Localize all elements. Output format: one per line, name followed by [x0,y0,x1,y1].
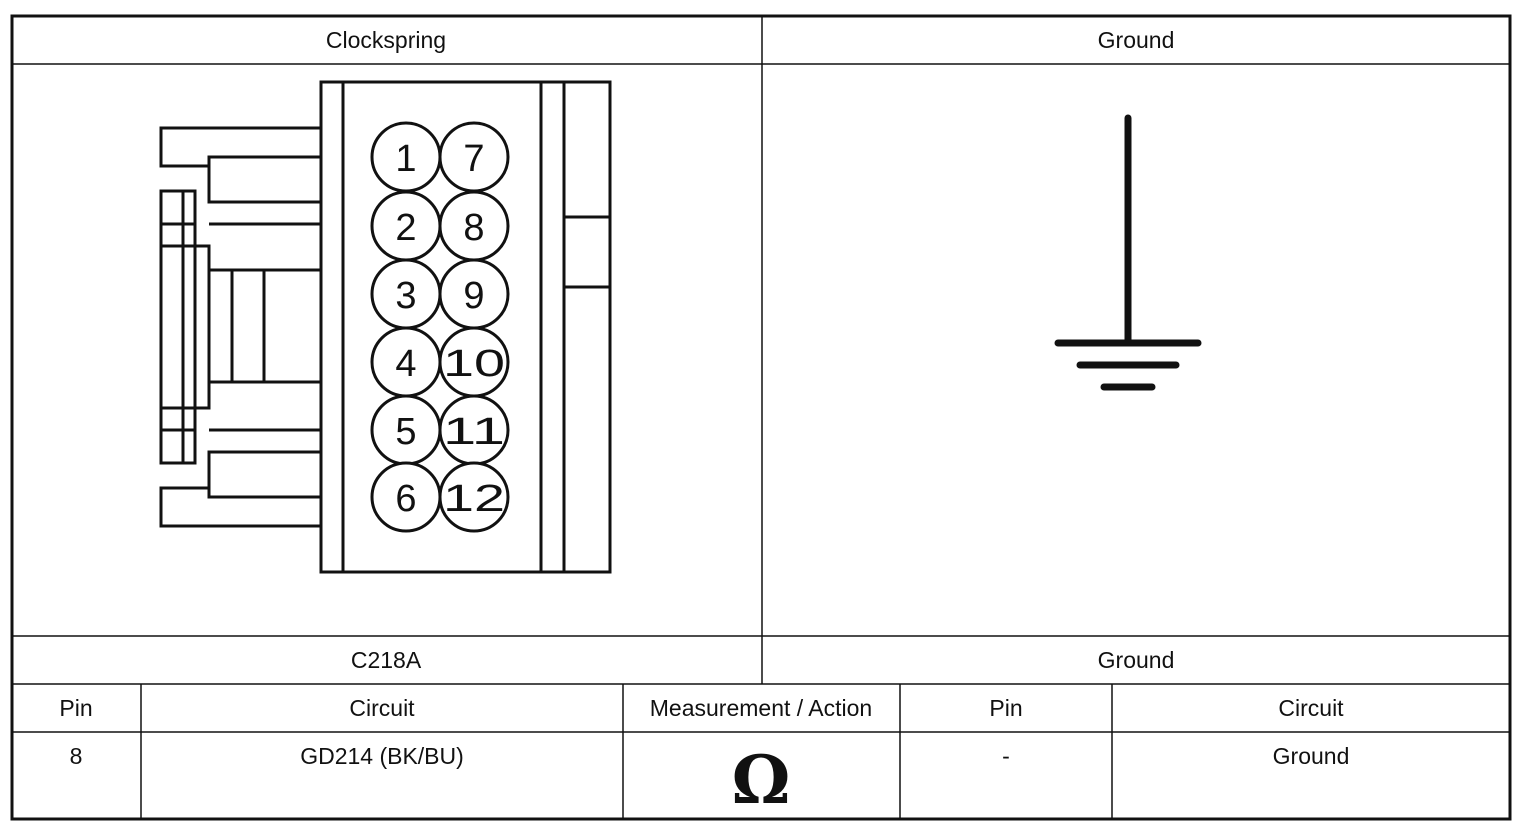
pin-label-5: 5 [395,411,416,453]
table-row: 8 GD214 (BK/BU) Ω - Ground [70,741,1350,819]
pin-label-9: 9 [463,275,484,317]
pin-label-11: 11 [443,411,505,453]
pin-label-8: 8 [463,207,484,249]
pin-circles [370,121,510,533]
row-pin-a: 8 [70,743,83,769]
pin-numbers: 1 2 3 4 5 6 7 8 9 10 11 12 [395,138,505,520]
col-header-pin-a: Pin [59,695,92,721]
pin-label-1: 1 [395,138,416,180]
row-circuit-b: Ground [1273,743,1350,769]
col-header-circuit-b: Circuit [1278,695,1344,721]
header-clockspring: Clockspring [326,27,446,53]
header-ground: Ground [1098,27,1175,53]
pin-label-2: 2 [395,207,416,249]
row-circuit-a: GD214 (BK/BU) [300,743,464,769]
pin-label-4: 4 [395,343,416,385]
connector-id: C218A [351,647,422,673]
col-header-measurement: Measurement / Action [650,695,872,721]
pin-label-12: 12 [443,478,505,520]
pin-label-6: 6 [395,478,416,520]
pin-label-7: 7 [463,138,484,180]
table-grid [10,14,1512,821]
ground-symbol-icon [1054,114,1202,391]
ground-label: Ground [1098,647,1175,673]
pin-label-3: 3 [395,275,416,317]
ohm-icon: Ω [732,741,791,819]
col-header-pin-b: Pin [989,695,1022,721]
col-header-circuit-a: Circuit [349,695,415,721]
row-pin-b: - [1002,743,1010,769]
connector-face-drawing [159,80,612,574]
pin-label-10: 10 [443,343,505,385]
